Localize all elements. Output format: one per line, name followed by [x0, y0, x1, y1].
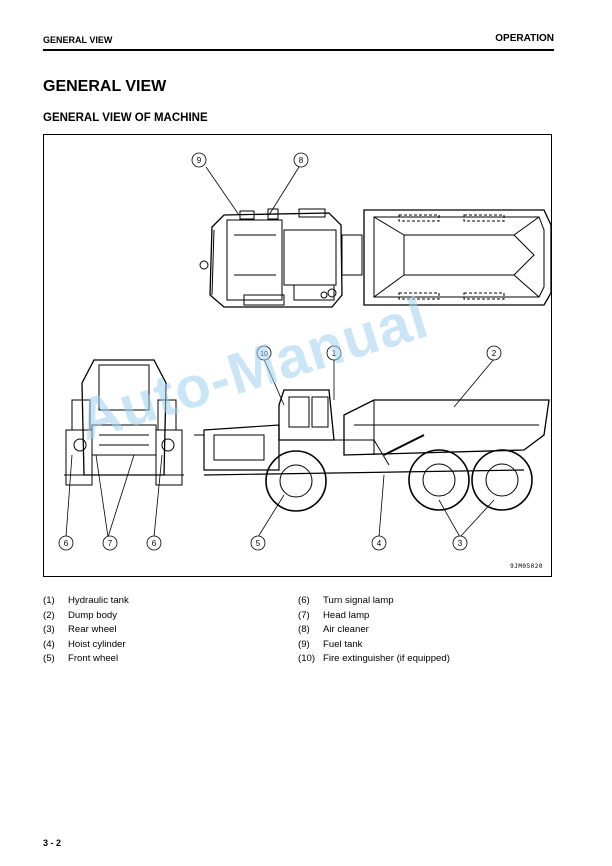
legend-label: Hydraulic tank	[68, 595, 129, 606]
figure-code: 9JM05020	[510, 563, 543, 570]
callout-label: 6	[64, 539, 69, 548]
callout-label: 2	[492, 349, 497, 358]
legend-left: (1) Hydraulic tank (2) Dump body (3) Rear w…	[43, 594, 129, 667]
callout-label: 3	[458, 539, 463, 548]
machine-figure: 9 8 10 1 2 6 7 6 5 4 3 9JM05020	[43, 134, 552, 577]
legend-label: Hoist cylinder	[68, 638, 126, 650]
legend-item: (1) Hydraulic tank	[43, 594, 129, 609]
callout-circle	[293, 152, 309, 168]
callout-circle	[486, 345, 502, 361]
section-subtitle: GENERAL VIEW OF MACHINE	[43, 112, 208, 124]
legend-label: Fire extinguisher (if equipped)	[323, 653, 450, 665]
legend-number: (6)	[298, 595, 310, 606]
callout-circle	[102, 535, 118, 551]
legend-item: (9) Fuel tank	[298, 638, 450, 653]
legend-item: (7) Head lamp	[298, 609, 450, 624]
page-title: GENERAL VIEW	[43, 78, 167, 95]
legend-item: (6) Turn signal lamp	[298, 594, 450, 609]
legend-item: (2) Dump body	[43, 609, 129, 624]
legend-item: (4) Hoist cylinder	[43, 638, 129, 653]
legend-label: Rear wheel	[68, 624, 117, 636]
callout-label: 4	[377, 539, 382, 548]
callout-circle	[452, 535, 468, 551]
legend-right: (6) Turn signal lamp (7) Head lamp (8) Air …	[298, 594, 450, 667]
callout-label: 7	[108, 539, 113, 548]
front-view-drawing	[64, 359, 184, 486]
legend-label: Front wheel	[68, 653, 119, 665]
machine-drawing: 9 8 10 1 2 6 7 6 5 4 3	[58, 152, 551, 551]
legend-item: (8) Air cleaner	[298, 623, 450, 638]
legend-number: (3)	[43, 624, 55, 636]
callout-label: 10	[260, 351, 268, 358]
callout-label: 8	[299, 156, 304, 165]
side-view-drawing	[194, 389, 550, 512]
running-header-section: GENERAL VIEW	[43, 35, 113, 45]
callout-circle	[326, 345, 342, 361]
callout-label: 5	[256, 539, 261, 548]
legend-number: (7)	[298, 609, 310, 621]
legend-label: Air cleaner	[323, 624, 369, 636]
page-number: 3 - 2	[43, 838, 62, 848]
callout-label: 1	[332, 349, 337, 358]
callout-circle	[191, 152, 207, 168]
legend-item: (3) Rear wheel	[43, 623, 129, 638]
legend-number: (1)	[43, 595, 55, 606]
legend-number: (8)	[298, 624, 310, 636]
legend-number: (5)	[43, 653, 55, 665]
legend-label: Turn signal lamp	[323, 595, 394, 606]
top-view-drawing	[199, 208, 551, 308]
running-header-chapter: OPERATION	[495, 33, 554, 44]
callout-circle	[250, 535, 266, 551]
legend-label: Head lamp	[323, 609, 370, 621]
legend-number: (2)	[43, 609, 55, 621]
callout-circle	[256, 345, 272, 361]
legend-item: (5) Front wheel	[43, 652, 129, 667]
legend-item: (10) Fire extinguisher (if equipped)	[298, 652, 450, 667]
callout-label: 9	[197, 156, 202, 165]
callout-circle	[146, 535, 162, 551]
header-rule	[43, 49, 554, 51]
callout-circle	[371, 535, 387, 551]
legend-number: (10)	[298, 653, 316, 665]
callout-label: 6	[152, 539, 157, 548]
legend-number: (4)	[43, 638, 55, 650]
legend-label: Dump body	[68, 609, 118, 621]
legend-label: Fuel tank	[323, 638, 363, 650]
legend-number: (9)	[298, 638, 310, 650]
callout-circle	[58, 535, 74, 551]
